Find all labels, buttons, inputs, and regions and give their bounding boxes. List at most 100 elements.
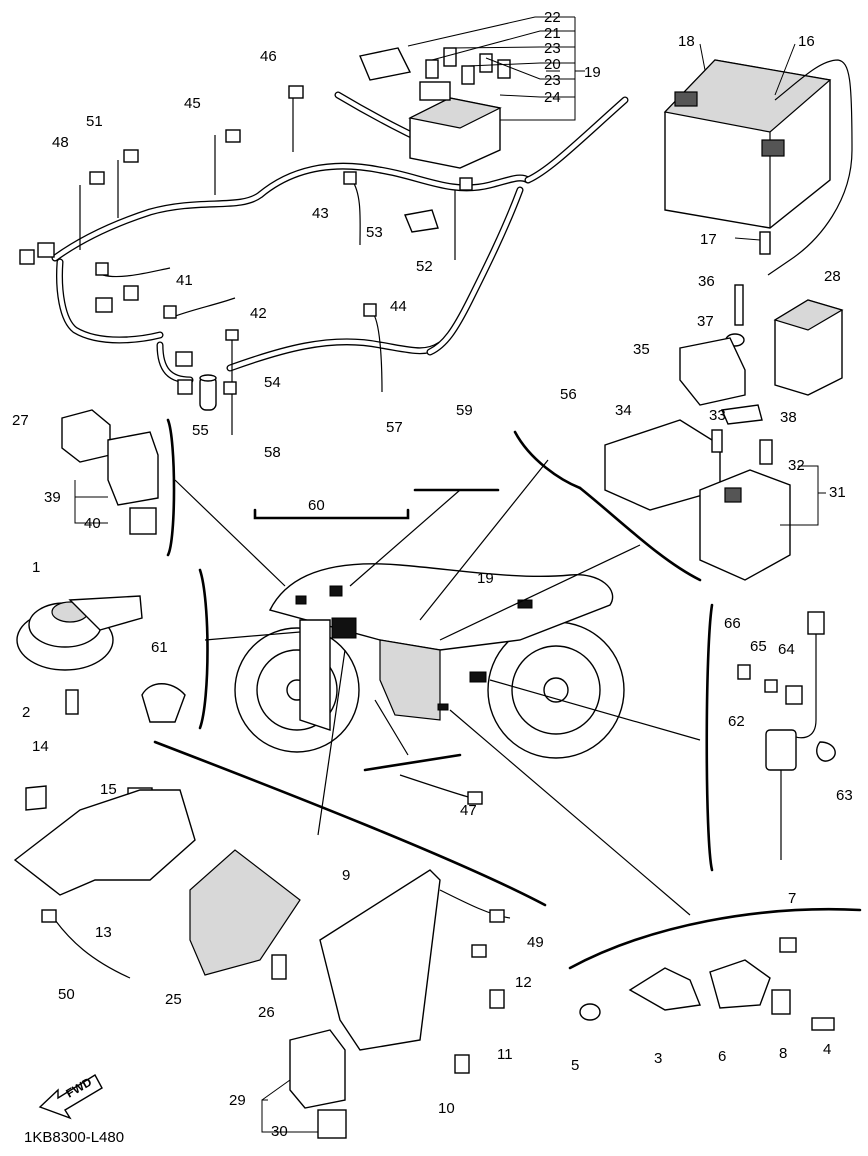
- relay-35: [679, 337, 746, 406]
- callout-9: 9: [342, 867, 350, 884]
- relay-cover-40: [129, 507, 157, 535]
- callout-56: 56: [560, 386, 577, 403]
- callout-24: 24: [544, 89, 561, 106]
- callout-52: 52: [416, 258, 433, 275]
- relay-39: [107, 431, 159, 506]
- callout-44: 44: [390, 298, 407, 315]
- bracket-38: [720, 404, 763, 425]
- callout-40: 40: [84, 515, 101, 532]
- cable-clip-54: [223, 381, 237, 395]
- connector-52: [459, 177, 473, 191]
- callout-51: 51: [86, 113, 103, 130]
- callout-49: 49: [527, 934, 544, 951]
- connector-left-f: [177, 379, 193, 395]
- callout-34: 34: [615, 402, 632, 419]
- callout-10: 10: [438, 1100, 455, 1117]
- callout-62: 62: [728, 713, 745, 730]
- relay-29: [289, 1029, 346, 1109]
- switch-62: [765, 729, 797, 771]
- clip-61: [141, 683, 186, 723]
- tie-50: [41, 909, 57, 923]
- relay-cover-30: [317, 1109, 347, 1139]
- screw-33: [711, 429, 723, 453]
- right-lower-components: [579, 611, 836, 1031]
- callout-63: 63: [836, 787, 853, 804]
- callout-41: 41: [176, 272, 193, 289]
- callout-66: 66: [724, 615, 741, 632]
- connector-left-c: [95, 297, 113, 313]
- connector-left-d: [123, 285, 139, 301]
- callout-17: 17: [700, 231, 717, 248]
- section-dividers: [153, 418, 862, 970]
- callout-14: 14: [32, 738, 49, 755]
- bolt-11: [489, 989, 505, 1009]
- callout-31: 31: [829, 484, 846, 501]
- callout-7: 7: [788, 890, 796, 907]
- connector-43: [343, 171, 357, 185]
- fuse-20: [461, 65, 475, 85]
- fuse-box: [408, 47, 511, 169]
- bolt-26: [271, 954, 287, 980]
- wire-harness: [19, 47, 629, 435]
- connector-left-a: [37, 242, 55, 258]
- connector-45: [225, 129, 241, 143]
- main-fuse-connector: [359, 47, 412, 81]
- callout-1: 1: [32, 559, 40, 576]
- connector-46: [288, 85, 304, 99]
- fuse-23b: [479, 53, 493, 73]
- right-components: [604, 284, 844, 581]
- callout-53: 53: [366, 224, 383, 241]
- bracket-14: [25, 785, 47, 811]
- callout-45: 45: [184, 95, 201, 112]
- callout-42: 42: [250, 305, 267, 322]
- connector-64-top: [807, 611, 825, 635]
- callout-labels: 22 21 23 20 23 24 19 18 16 46 45 51 48 4…: [12, 9, 853, 1140]
- fuse-32: [759, 439, 773, 465]
- callout-57: 57: [386, 419, 403, 436]
- connector-48: [89, 171, 105, 185]
- callout-65: 65: [750, 638, 767, 655]
- callout-47: 47: [460, 802, 477, 819]
- bracket-9: [319, 869, 441, 1051]
- fuse-24: [497, 59, 511, 79]
- callout-60: 60: [308, 497, 325, 514]
- callout-25: 25: [165, 991, 182, 1008]
- fuse-23: [443, 47, 457, 67]
- connector-left-e: [175, 351, 193, 367]
- bolt-10: [454, 1054, 470, 1074]
- callout-59: 59: [456, 402, 473, 419]
- callout-23: 23: [544, 40, 561, 57]
- callout-8: 8: [779, 1045, 787, 1062]
- connector-51: [123, 149, 139, 163]
- center-lower-components: [289, 774, 511, 1139]
- bracket-3: [628, 967, 701, 1011]
- callout-32: 32: [788, 457, 805, 474]
- callout-43: 43: [312, 205, 329, 222]
- connector-54-top: [225, 329, 239, 341]
- callout-36: 36: [698, 273, 715, 290]
- callout-50: 50: [58, 986, 75, 1003]
- callout-35: 35: [633, 341, 650, 358]
- callout-28: 28: [824, 268, 841, 285]
- callout-11: 11: [497, 1046, 513, 1063]
- bolt-17: [759, 231, 771, 255]
- connector-44: [363, 303, 377, 317]
- callout-48: 48: [52, 134, 69, 151]
- relay-27: [61, 409, 111, 463]
- callout-61: 61: [151, 639, 168, 656]
- nut-65: [764, 679, 778, 693]
- bolt-4: [811, 1017, 835, 1031]
- tie-47: [467, 791, 483, 805]
- bolt-66: [737, 664, 751, 680]
- clamp-53: [404, 209, 439, 233]
- callout-54: 54: [264, 374, 281, 391]
- callout-15: 15: [100, 781, 117, 798]
- connector-41: [95, 262, 109, 276]
- connector-42: [163, 305, 177, 319]
- callout-4: 4: [823, 1041, 831, 1058]
- callout-29: 29: [229, 1092, 246, 1109]
- nut-12: [471, 944, 487, 958]
- bolt-36: [734, 284, 744, 326]
- callout-6: 6: [718, 1048, 726, 1065]
